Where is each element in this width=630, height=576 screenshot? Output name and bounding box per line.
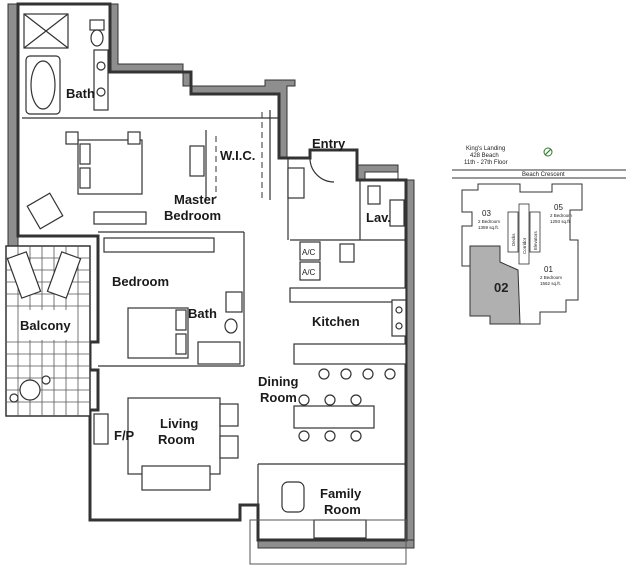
unit-02-highlight xyxy=(469,245,521,325)
living-chair-1 xyxy=(219,403,239,427)
room-label-balcony: Balcony xyxy=(20,318,71,333)
dining-table xyxy=(293,405,375,429)
keyplan-unit-05: 05 xyxy=(554,203,563,212)
ac-unit-2 xyxy=(299,261,321,281)
key-plan: King's Landing 428 Beach 11th - 27th Flo… xyxy=(452,146,626,325)
family-window-bay xyxy=(249,519,407,565)
unit-floor-plan xyxy=(5,2,415,565)
room-label-fp: F/P xyxy=(114,428,135,443)
master-tv xyxy=(189,145,205,177)
room-label-ac1: A/C xyxy=(302,248,316,257)
living-rug xyxy=(127,397,221,475)
room-label-lav: Lav. xyxy=(366,210,391,225)
room-label-dining-1: Dining xyxy=(258,374,298,389)
keyplan-unit-05-desc2: 1293 sq.ft. xyxy=(550,219,571,224)
keyplan-unit-01-desc2: 1562 sq.ft. xyxy=(540,281,561,286)
toilet-main xyxy=(89,19,105,31)
room-label-living-2: Room xyxy=(158,432,195,447)
room-label-master-2: Bedroom xyxy=(164,208,221,223)
room-label-bedroom: Bedroom xyxy=(112,274,169,289)
keyplan-elevators: Elevators xyxy=(533,230,538,250)
keyplan-core-elevators xyxy=(529,211,541,253)
room-label-entry: Entry xyxy=(312,136,346,151)
keyplan-corridor: Corridor xyxy=(522,237,527,254)
bedroom-closet xyxy=(103,237,215,253)
keyplan-unit-05-desc1: 2 Bedroom xyxy=(550,213,572,218)
room-label-kitchen: Kitchen xyxy=(312,314,360,329)
bath2-tub xyxy=(197,341,241,365)
keyplan-unit-01-desc1: 2 Bedroom xyxy=(540,275,562,280)
balcony-table xyxy=(9,375,51,403)
keyplan-core-decks xyxy=(507,211,519,253)
lounge-chairs xyxy=(6,251,82,299)
lav-toilet xyxy=(367,185,381,205)
vanity-main xyxy=(93,49,109,111)
family-chair xyxy=(281,481,305,513)
keyplan-unit-01: 01 xyxy=(544,265,553,274)
living-sofa xyxy=(141,465,211,491)
keyplan-core-corridor xyxy=(518,203,530,265)
kitchen-island xyxy=(293,343,407,365)
fireplace xyxy=(93,413,109,445)
kitchen-counter xyxy=(289,287,407,303)
master-armchair xyxy=(26,192,64,230)
room-label-wic: W.I.C. xyxy=(220,148,255,163)
fridge xyxy=(339,243,355,263)
room-label-living-1: Living xyxy=(160,416,198,431)
room-label-master-1: Master xyxy=(174,192,216,207)
ac-unit-1 xyxy=(299,241,321,261)
lav-sink xyxy=(389,199,405,227)
keyplan-title-3: 11th - 27th Floor xyxy=(464,160,508,166)
room-label-bath-second: Bath xyxy=(188,306,217,321)
room-label-bath: Bath xyxy=(66,86,95,101)
keyplan-decks: Decks xyxy=(511,233,516,246)
keyplan-street: Beach Crescent xyxy=(522,172,565,178)
room-label-dining-2: Room xyxy=(260,390,297,405)
cooktop xyxy=(391,299,407,337)
keyplan-title-2: 428 Beach xyxy=(470,153,499,159)
living-chair-2 xyxy=(219,435,239,459)
family-sofa xyxy=(313,519,367,539)
north-arrow-icon xyxy=(543,147,553,157)
keyplan-unit-03: 03 xyxy=(482,209,491,218)
room-label-ac2: A/C xyxy=(302,268,316,277)
master-dresser xyxy=(93,211,147,225)
entry-door-swing xyxy=(309,157,335,183)
keyplan-unit-03-desc2: 1359 sq.ft. xyxy=(478,225,499,230)
keyplan-unit-03-desc1: 2 Bedroom xyxy=(478,219,500,224)
room-label-family-2: Room xyxy=(324,502,361,517)
keyplan-unit-02: 02 xyxy=(494,280,508,295)
closet-entry xyxy=(287,167,305,199)
keyplan-title-1: King's Landing xyxy=(466,146,505,152)
room-label-family-1: Family xyxy=(320,486,362,501)
bath2-vanity xyxy=(225,291,243,313)
